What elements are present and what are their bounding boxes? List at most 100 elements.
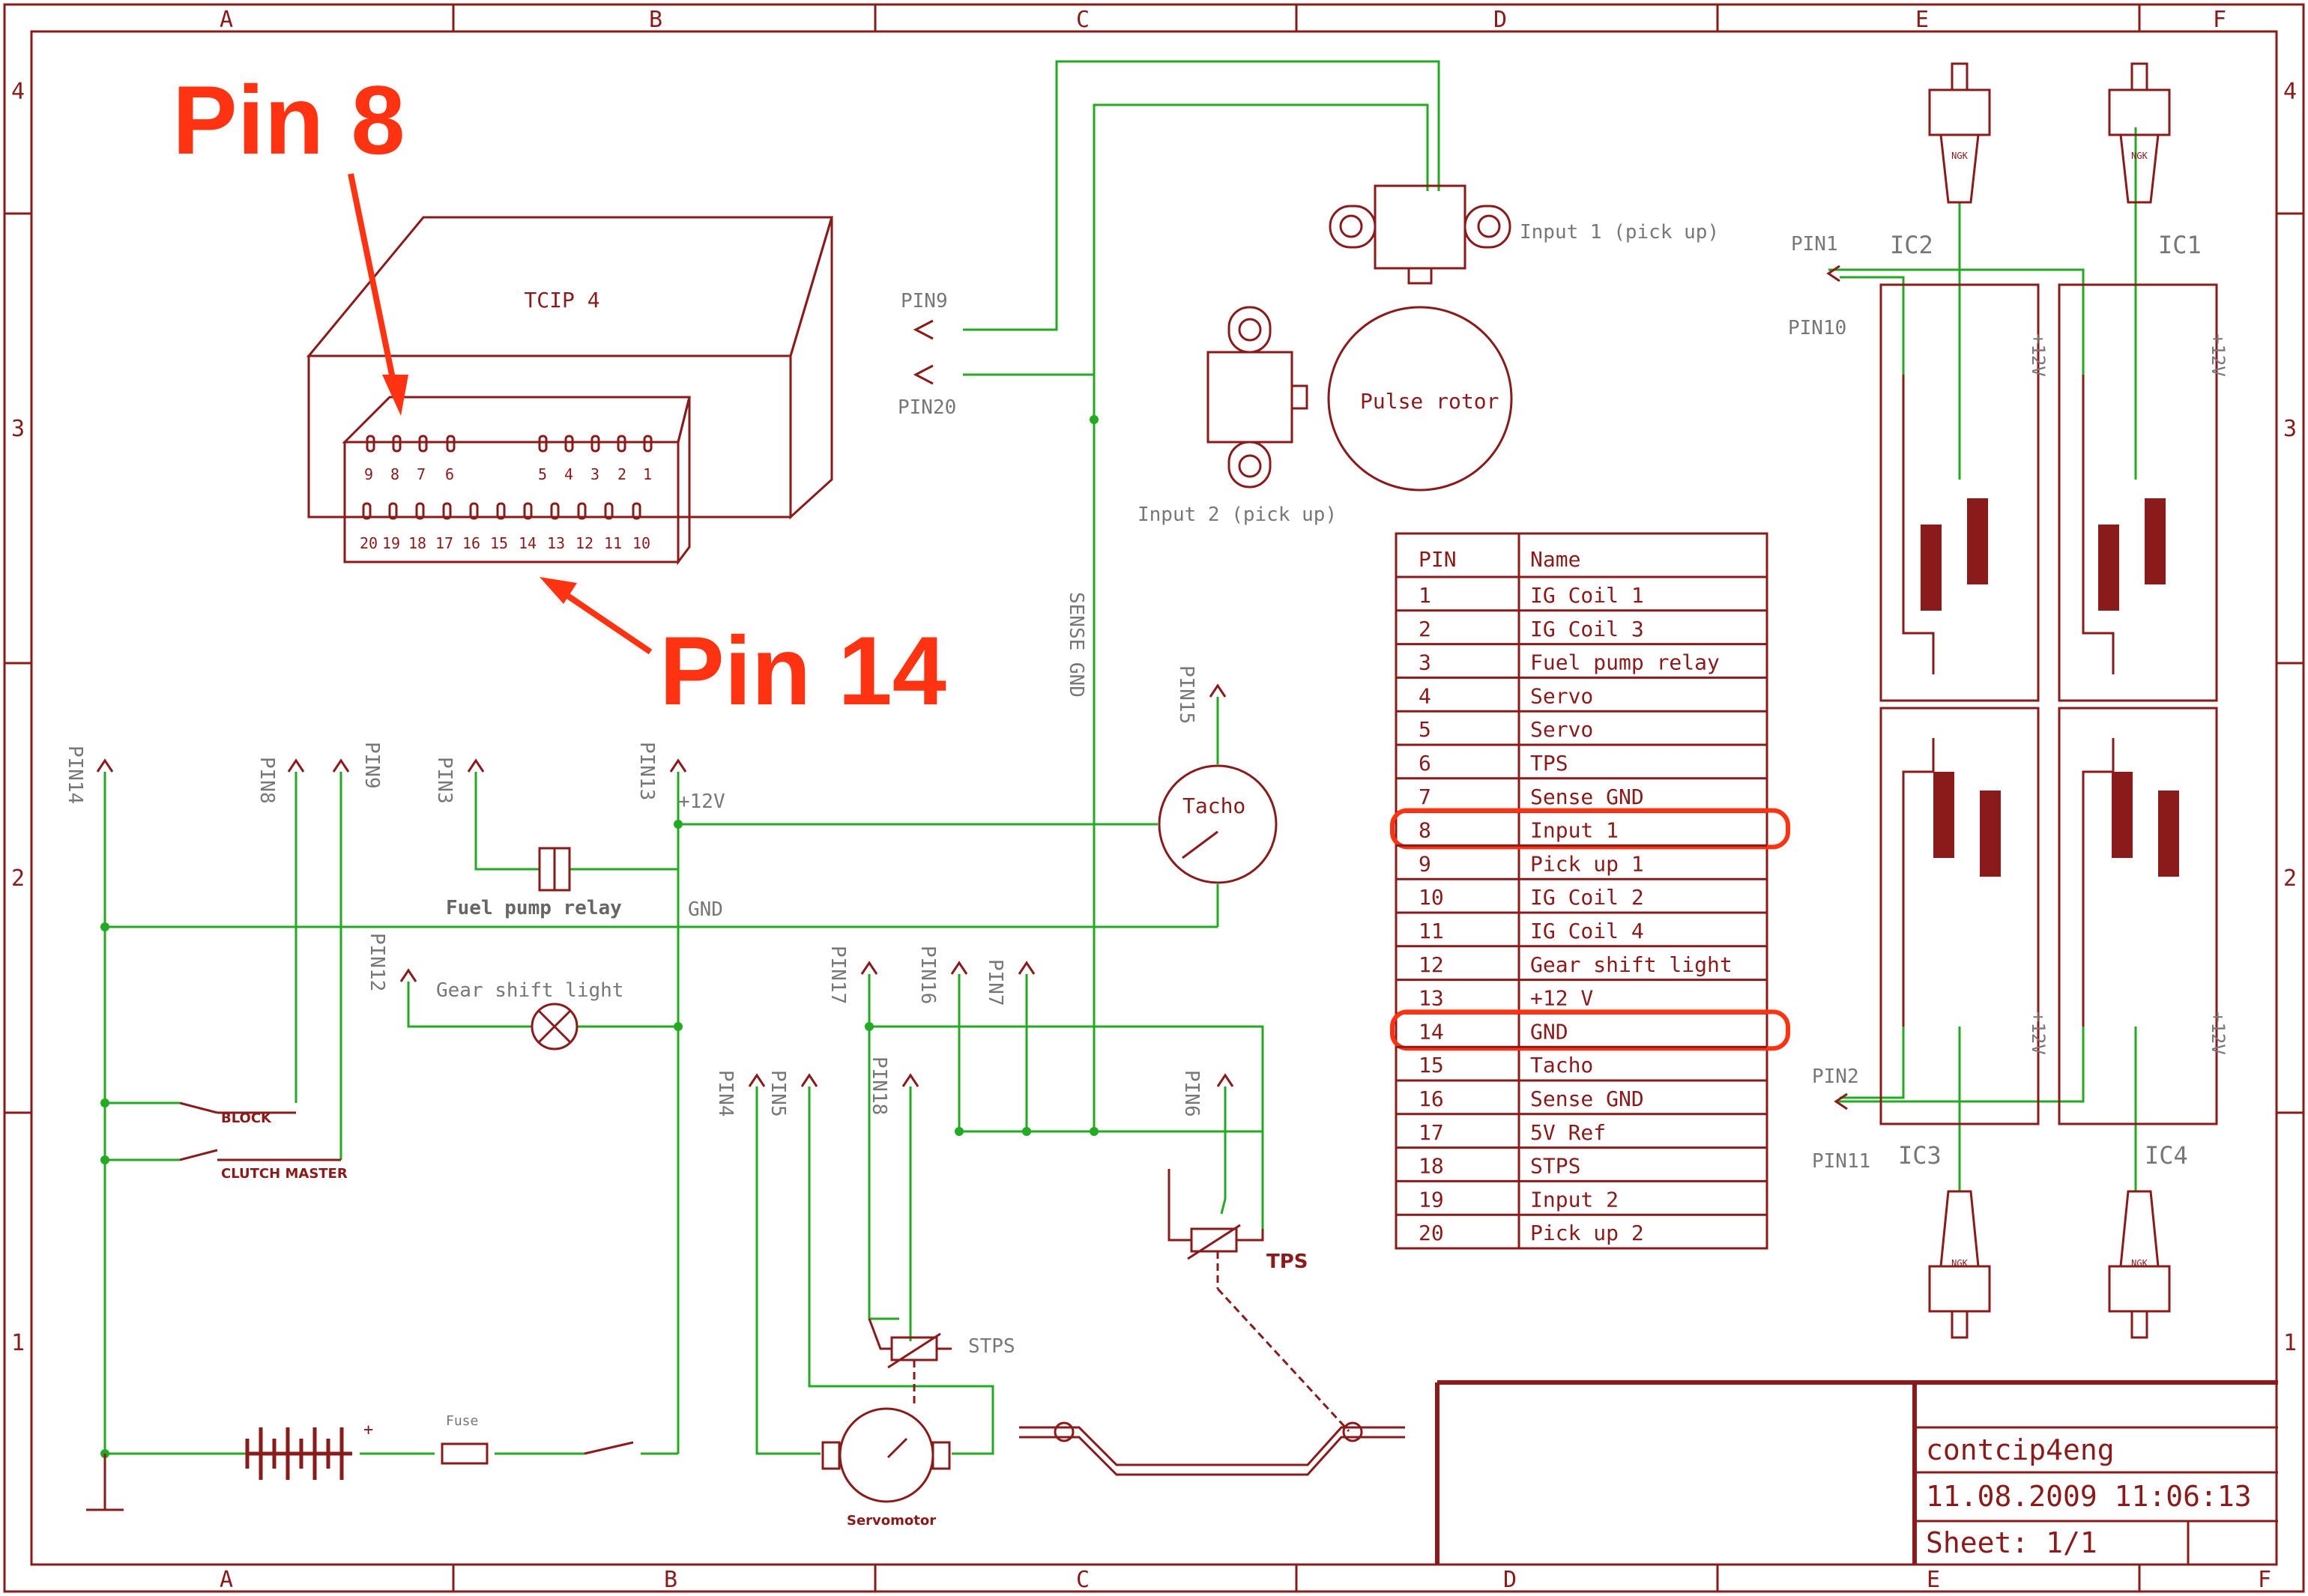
connector-pin-numbers: 9 8 7 6 5 4 3 2 1 20 19 18 17 16 15 14 1… (360, 465, 652, 552)
pin-table-cell-pin: 16 (1419, 1086, 1444, 1111)
coil-names: IC2 IC1 IC3 IC4 (1890, 231, 2202, 1170)
conn-pin-12: 12 (576, 534, 593, 552)
col-d-top: D (1493, 7, 1507, 33)
input2-label: Input 2 (pick up) (1138, 504, 1337, 526)
conn-pin-16: 16 (462, 534, 480, 552)
pin-table-cell-name: IG Coil 2 (1530, 885, 1644, 910)
pin15-wire-label: PIN15 (1175, 665, 1197, 724)
pin-table-cell-name: Servo (1530, 683, 1593, 708)
pin-table-cell-pin: 4 (1419, 683, 1431, 708)
pin-table-cell-pin: 10 (1419, 885, 1444, 910)
pin-table-cell-name: IG Coil 4 (1530, 919, 1644, 943)
col-e-top: E (1915, 7, 1929, 33)
col-b-top: B (649, 7, 662, 33)
wires (103, 60, 2137, 1455)
pin-table-cell-pin: 19 (1419, 1187, 1444, 1212)
row-4-right: 4 (2283, 79, 2297, 105)
pulse-rotor-label: Pulse rotor (1360, 389, 1499, 414)
pin-table-cell-pin: 9 (1419, 851, 1431, 876)
conn-pin-4: 4 (564, 465, 573, 483)
frame-column-labels: A B C D E F A B C D E F 4 3 2 1 4 3 2 1 (11, 7, 2297, 1593)
col-f-bottom: F (2258, 1567, 2271, 1593)
pin6-wire-label: PIN6 (1180, 1070, 1203, 1117)
spark-plugs (1928, 62, 2171, 1339)
conn-pin-3: 3 (590, 465, 599, 483)
annotation-arrows (348, 173, 653, 655)
pin-table-cell-pin: 11 (1419, 919, 1444, 943)
tps-sensor (1167, 1169, 1350, 1433)
wire-junctions (100, 415, 1099, 1458)
pin-table-cell-pin: 20 (1419, 1221, 1444, 1245)
battery (245, 1427, 352, 1480)
ecu-box (306, 216, 834, 566)
gear-shift-light-label: Gear shift light (436, 979, 623, 1002)
plug-brand-ic4: NGK (2131, 1258, 2148, 1269)
col-b-bottom: B (664, 1567, 677, 1593)
conn-pin-20: 20 (360, 534, 378, 552)
servomotor-label: Servomotor (847, 1513, 936, 1529)
conn-pin-7: 7 (417, 465, 426, 483)
coil-ic3: IC3 (1898, 1141, 1942, 1170)
row-4-left: 4 (11, 79, 25, 105)
pin-table-cell-name: 5V Ref (1530, 1120, 1606, 1145)
coil-supply-labels: +12V +12V +12V +12V (2028, 333, 2229, 1055)
pin-table-cell-name: STPS (1530, 1154, 1580, 1179)
conn-pin-14: 14 (519, 534, 537, 552)
ignition-coils (1879, 283, 2218, 1125)
conn-pin-11: 11 (604, 534, 622, 552)
row-2-right: 2 (2283, 865, 2297, 892)
conn-pin-15: 15 (490, 534, 508, 552)
pin-table-cell-pin: 12 (1419, 952, 1444, 977)
clutch-master-label: CLUTCH MASTER (221, 1166, 348, 1182)
conn-pin-8: 8 (390, 465, 399, 483)
conn-pin-17: 17 (435, 534, 453, 552)
row-1-right: 1 (2283, 1330, 2297, 1356)
pin-labels-right: PIN1 PIN10 PIN2 PIN11 (1788, 233, 1870, 1173)
drawing-date: 11.08.2009 11:06:13 (1926, 1480, 2252, 1513)
row-2-left: 2 (11, 865, 25, 892)
gnd-label: GND (688, 898, 723, 921)
coil-12v-ic3: +12V (2028, 1012, 2049, 1055)
ecu-title: TCIP 4 (524, 288, 599, 312)
coil-12v-ic4: +12V (2208, 1012, 2229, 1055)
block-switch-label: BLOCK (221, 1110, 272, 1126)
title-block (1435, 1380, 2278, 1565)
col-a-top: A (220, 7, 233, 33)
tacho-needle (1182, 830, 1218, 859)
coil-12v-ic1: +12V (2208, 333, 2229, 377)
sheet-frame (3, 3, 2305, 1593)
pin-table-cell-name: Pick up 1 (1530, 851, 1644, 876)
tacho-label: Tacho (1182, 794, 1245, 818)
pin3-wire-label: PIN3 (433, 757, 456, 804)
ground-symbol (86, 1454, 124, 1511)
pin5-wire-label: PIN5 (767, 1070, 789, 1117)
v12-label: +12V (678, 791, 725, 813)
pin-table-cell-name: Fuel pump relay (1530, 650, 1720, 675)
fuse (441, 1442, 489, 1465)
pin-table-cell-pin: 15 (1419, 1053, 1444, 1077)
pickup-sensor-1 (1329, 184, 1511, 285)
pin20-label: PIN20 (898, 396, 956, 419)
coil-ic1: IC1 (2158, 231, 2202, 259)
plug-brand-ic3: NGK (1951, 1258, 1968, 1269)
annotation-pin8: Pin 8 (172, 65, 405, 175)
pin7-wire-label: PIN7 (984, 959, 1006, 1006)
pin-table-cell-name: Pick up 2 (1530, 1221, 1644, 1245)
sense-gnd-label: SENSE GND (1065, 592, 1087, 698)
pin-table-cell-pin: 14 (1419, 1019, 1444, 1044)
pin17-wire-label: PIN17 (827, 946, 849, 1004)
connector-slots (362, 435, 653, 520)
plug-brand-ic2: NGK (1951, 151, 1968, 161)
pin-table-cell-pin: 3 (1419, 650, 1431, 675)
pickup-sensor-2 (1206, 306, 1308, 489)
drawing-name: contcip4eng (1926, 1433, 2115, 1466)
pin-arrows-right (1826, 265, 1848, 1110)
pin-table-cell-name: IG Coil 3 (1530, 617, 1644, 641)
pin-table-cell-name: +12 V (1530, 986, 1593, 1011)
pin9-top-label: PIN9 (901, 290, 948, 312)
pin18-wire-label: PIN18 (868, 1057, 890, 1115)
pin-up-labels: PIN14 PIN8 PIN9 PIN3 PIN13 PIN12 PIN17 P… (64, 665, 1203, 1117)
pin4-wire-label: PIN4 (714, 1070, 737, 1117)
